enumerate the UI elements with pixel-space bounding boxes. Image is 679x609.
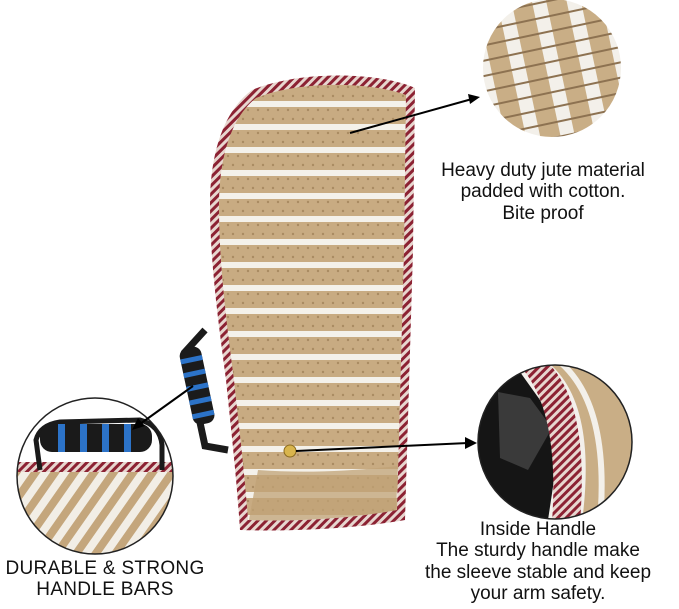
handle-bar-closeup: [16, 397, 174, 555]
caption-line: Inside Handle: [479, 519, 597, 540]
sleeve-side-handle: [179, 327, 229, 454]
inside-handle-caption: Inside Handle The sturdy handle make the…: [400, 519, 676, 604]
bite-sleeve: [210, 75, 415, 531]
caption-line: HANDLE BARS: [36, 579, 174, 601]
arrow-icon: [349, 94, 480, 134]
caption-line: The sturdy handle make: [436, 540, 640, 562]
material-caption: Heavy duty jute material padded with cot…: [412, 160, 674, 224]
caption-line: Bite proof: [502, 202, 584, 224]
arrow-icon: [283, 437, 477, 458]
caption-line: DURABLE & STRONG: [5, 558, 205, 579]
caption-line: padded with cotton.: [460, 181, 626, 203]
arrow-icon: [132, 385, 194, 430]
handle-bars-caption: DURABLE & STRONG HANDLE BARS: [0, 558, 210, 601]
caption-line: your arm safety.: [470, 582, 606, 604]
caption-line: the sleeve stable and keep: [424, 561, 652, 583]
caption-line: Heavy duty jute material: [441, 160, 645, 181]
jute-texture-closeup: [481, 0, 623, 139]
inside-handle-closeup: [477, 364, 633, 520]
